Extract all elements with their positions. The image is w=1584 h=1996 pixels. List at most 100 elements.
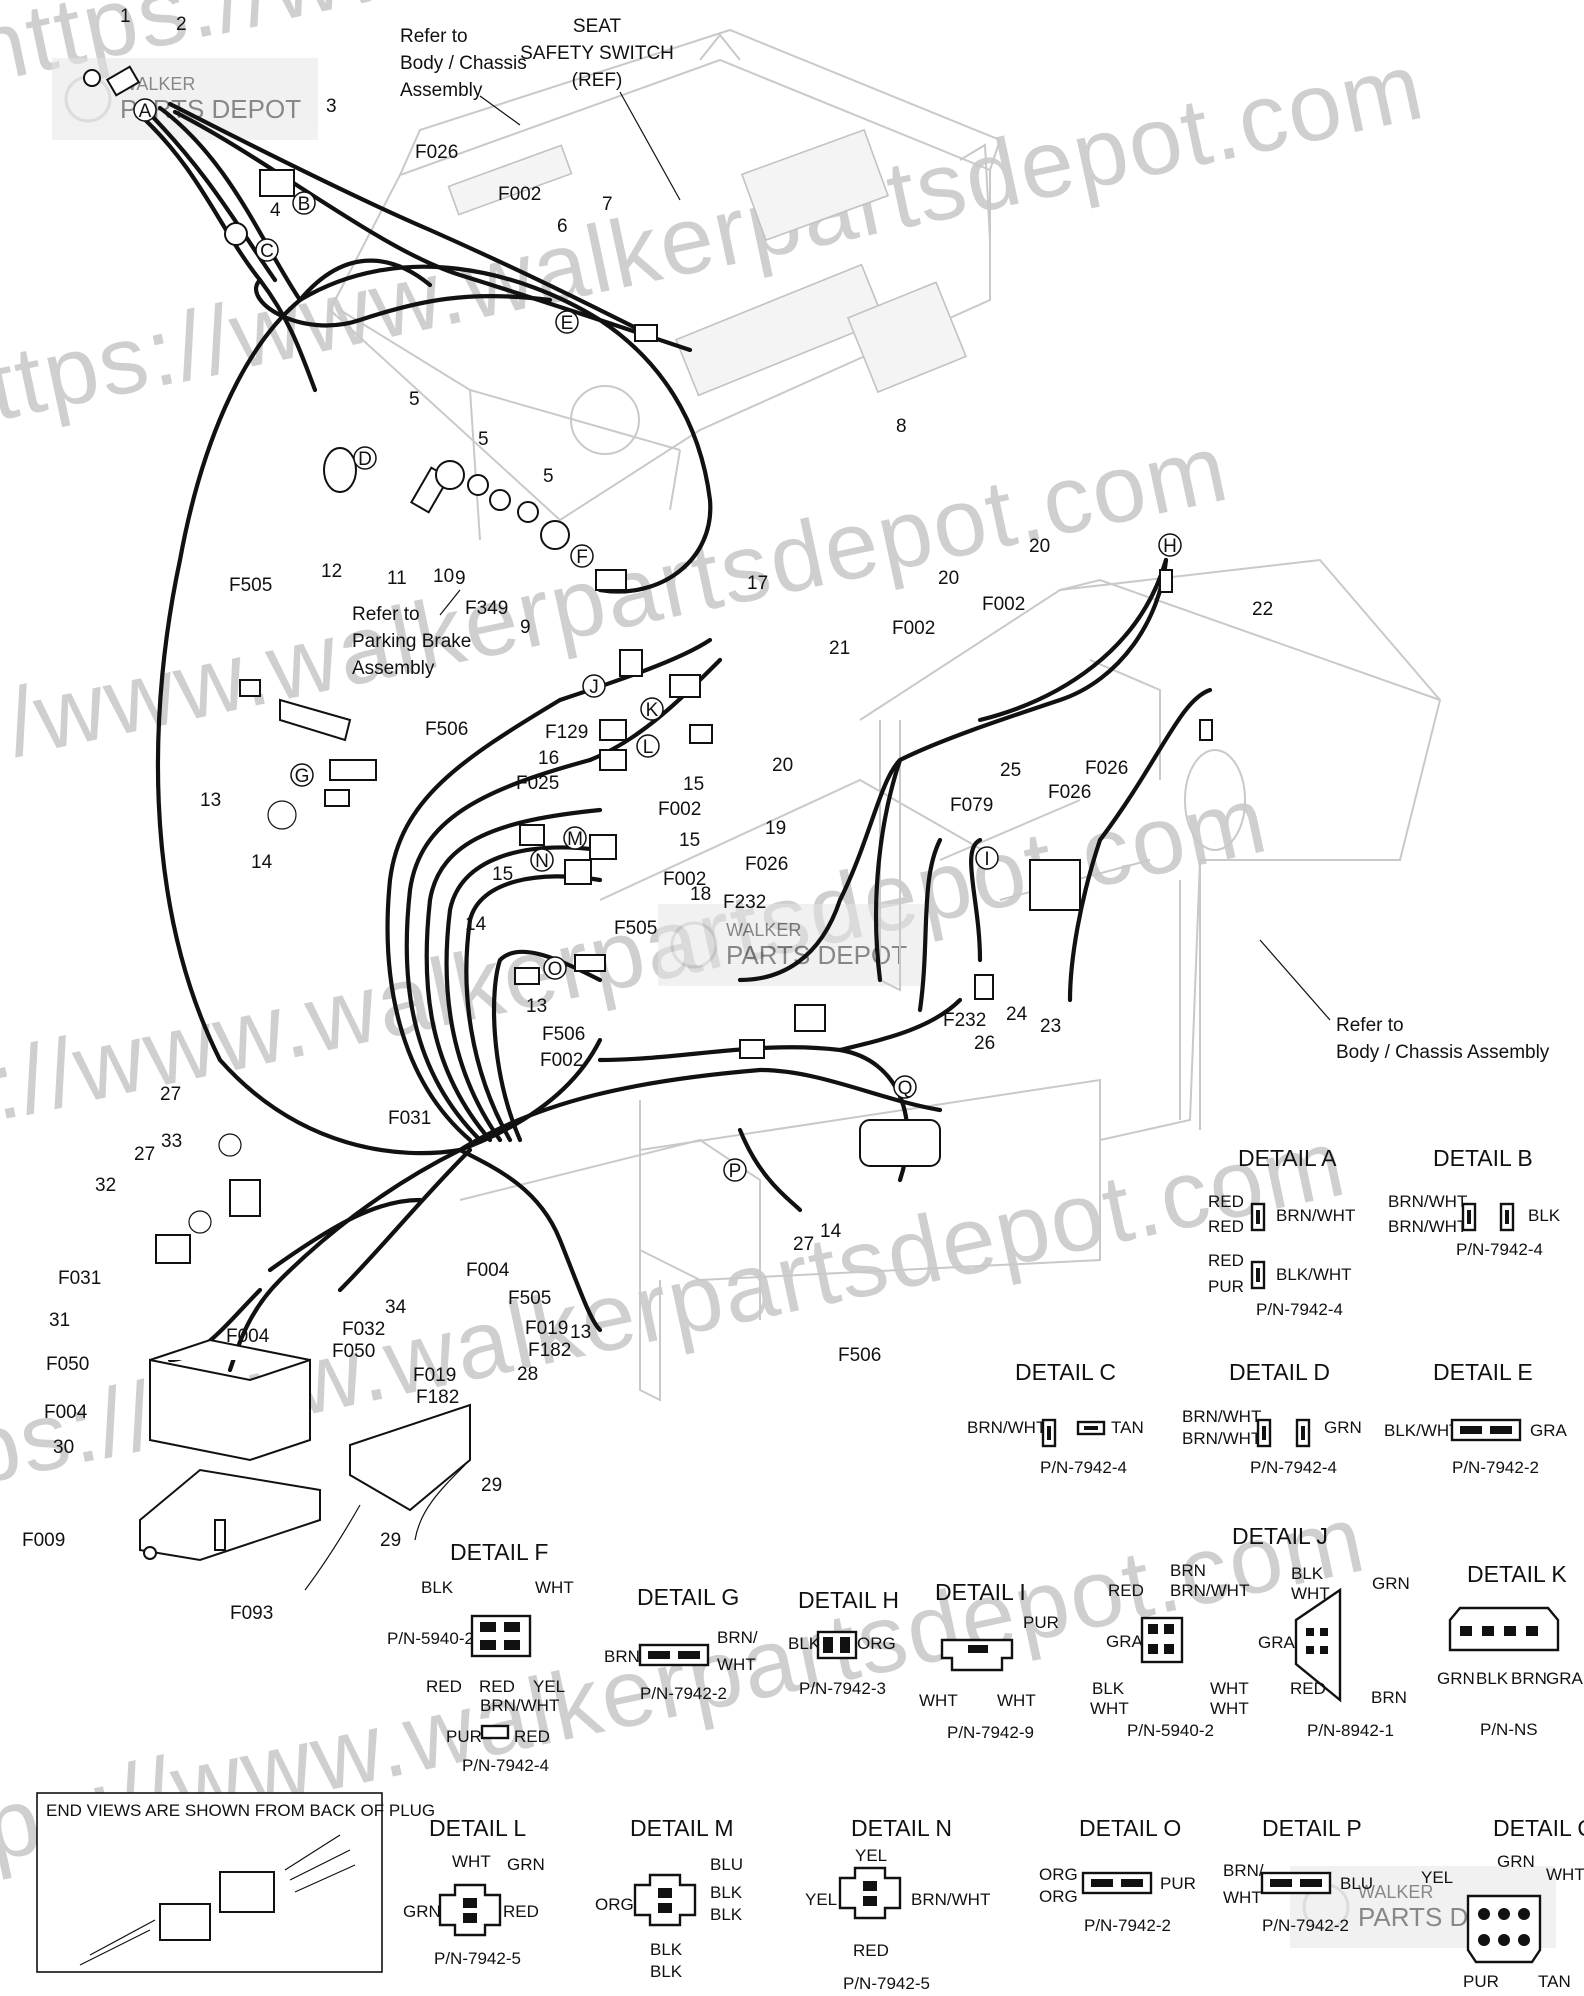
grommet-icon (83, 69, 101, 87)
svg-text:BRN: BRN (1170, 1561, 1206, 1580)
svg-text:BLU: BLU (710, 1855, 743, 1874)
connector-icon (669, 674, 701, 698)
part-number-label: F025 (516, 773, 559, 794)
svg-text:PUR: PUR (1023, 1613, 1059, 1632)
svg-text:RED: RED (1208, 1217, 1244, 1236)
connector-icon (974, 974, 994, 1000)
svg-text:BLK: BLK (1092, 1679, 1125, 1698)
detail-title: DETAIL A (1238, 1145, 1337, 1171)
body-chassis-ref: Assembly (400, 80, 483, 101)
part-number-label: F050 (46, 1354, 89, 1375)
part-number-label: F002 (982, 594, 1025, 615)
reference-callouts: SEAT SAFETY SWITCH (REF) Refer to Body /… (352, 16, 1550, 1063)
svg-text:P/N-7942-4: P/N-7942-4 (1250, 1458, 1337, 1477)
bolt-icon (214, 1519, 226, 1551)
part-number-label: 24 (1006, 1004, 1028, 1025)
svg-text:BRN: BRN (604, 1647, 640, 1666)
part-number-label: F026 (1048, 782, 1091, 803)
seat-switch-label: SAFETY SWITCH (520, 43, 674, 64)
svg-text:P/N-7942-4: P/N-7942-4 (1256, 1300, 1343, 1319)
part-number-label: 31 (49, 1310, 70, 1331)
svg-text:WHT: WHT (1210, 1699, 1249, 1718)
bracket-icon (329, 759, 377, 781)
svg-text:P/N-7942-5: P/N-7942-5 (843, 1974, 930, 1991)
svg-text:WHT: WHT (1090, 1699, 1129, 1718)
connector-plug-icon (323, 447, 357, 493)
svg-text:GRN: GRN (1437, 1669, 1475, 1688)
end-view-note: END VIEWS ARE SHOWN FROM BACK OF PLUG (46, 1801, 435, 1820)
svg-text:P/N-7942-9: P/N-7942-9 (947, 1723, 1034, 1742)
svg-text:DETAIL E: DETAIL E (1433, 1359, 1533, 1385)
svg-text:RED: RED (1108, 1581, 1144, 1600)
body-chassis-ref-right: Body / Chassis Assembly (1336, 1042, 1550, 1063)
part-number-label: F506 (838, 1345, 881, 1366)
part-number-label: F004 (466, 1260, 510, 1281)
relay-icon (564, 859, 592, 885)
detail-b: DETAIL B BRN/WHT BRN/WHT BLK P/N-7942-4 (1388, 1145, 1561, 1259)
part-number-label: 30 (53, 1437, 74, 1458)
svg-text:P/N-7942-4: P/N-7942-4 (1456, 1240, 1543, 1259)
part-number-label: 18 (690, 884, 711, 905)
svg-text:BRN/WHT: BRN/WHT (1170, 1581, 1249, 1600)
part-number-label: 34 (385, 1297, 407, 1318)
starter-motor-icon (859, 1119, 941, 1167)
wire-harness (137, 101, 1213, 1373)
part-number-label: 27 (793, 1234, 814, 1255)
svg-text:WHT: WHT (535, 1578, 574, 1597)
svg-text:BLK: BLK (1291, 1564, 1324, 1583)
part-number-label: 19 (765, 818, 786, 839)
part-number-label: 27 (134, 1144, 155, 1165)
svg-text:BRN/WHT: BRN/WHT (1388, 1217, 1467, 1236)
circle-callout-j: J (582, 674, 606, 698)
part-number-label: 15 (683, 774, 704, 795)
logo-brand: WALKER (726, 920, 801, 940)
detail-n: DETAIL N YEL YEL BRN/WHT RED P/N-7942-5 (805, 1815, 990, 1993)
circle-callout-b: B (292, 191, 316, 215)
dash-panel-outline (328, 28, 1002, 541)
svg-text:WHT: WHT (717, 1655, 756, 1674)
connector-icon (514, 967, 540, 985)
svg-text:DETAIL Q: DETAIL Q (1493, 1815, 1584, 1841)
svg-text:RED: RED (1208, 1251, 1244, 1270)
detail-h: DETAIL H BLK ORG P/N-7942-3 (788, 1587, 899, 1698)
part-number-label: F505 (229, 575, 272, 596)
svg-text:BRN/WHT: BRN/WHT (1182, 1407, 1261, 1426)
logo-watermark: WALKER PARTS DEPOT (658, 904, 924, 986)
battery-top-icon (149, 1338, 311, 1361)
body-chassis-ref: Refer to (400, 26, 468, 47)
battery-tray-icon (139, 1468, 321, 1562)
bracket-icon (279, 698, 352, 742)
svg-text:BLK: BLK (788, 1634, 821, 1653)
svg-text:WHT: WHT (452, 1852, 491, 1871)
letter-callouts: A B C D E F G H I J K L M N O P Q (133, 98, 1182, 1182)
svg-text:YEL: YEL (855, 1846, 887, 1865)
part-number-label: F031 (58, 1268, 101, 1289)
svg-text:C: C (260, 241, 274, 262)
terminal-cover-icon (155, 1234, 191, 1264)
svg-text:DETAIL M: DETAIL M (630, 1815, 734, 1841)
svg-text:P/N-7942-5: P/N-7942-5 (434, 1949, 521, 1968)
watermark-url: https://www.walkerpartsdepot.com (0, 414, 1237, 835)
circle-callout-d: D (353, 446, 377, 470)
circle-callout-c: C (255, 238, 279, 262)
relay-icon (599, 749, 627, 771)
svg-text:BLK: BLK (1476, 1669, 1509, 1688)
connector-icon (1159, 569, 1173, 593)
svg-text:DETAIL J: DETAIL J (1232, 1523, 1328, 1549)
hold-down-rod-icon (414, 1464, 466, 1541)
svg-text:BLK: BLK (650, 1962, 683, 1981)
detail-c: DETAIL C BRN/WHT TAN P/N-7942-4 (967, 1359, 1144, 1477)
svg-text:WHT: WHT (1291, 1584, 1330, 1603)
switch-icon (259, 169, 295, 197)
part-number-label: 8 (896, 416, 907, 437)
part-number-label: F002 (892, 618, 935, 639)
mounting-bracket-icon (349, 1403, 471, 1512)
svg-text:Q: Q (898, 1078, 913, 1099)
part-number-label: 3 (326, 96, 337, 117)
regulator-icon (1029, 859, 1081, 911)
part-number-label: 13 (200, 790, 221, 811)
cable-tie-icon (267, 800, 297, 830)
part-number-label: 20 (938, 568, 959, 589)
